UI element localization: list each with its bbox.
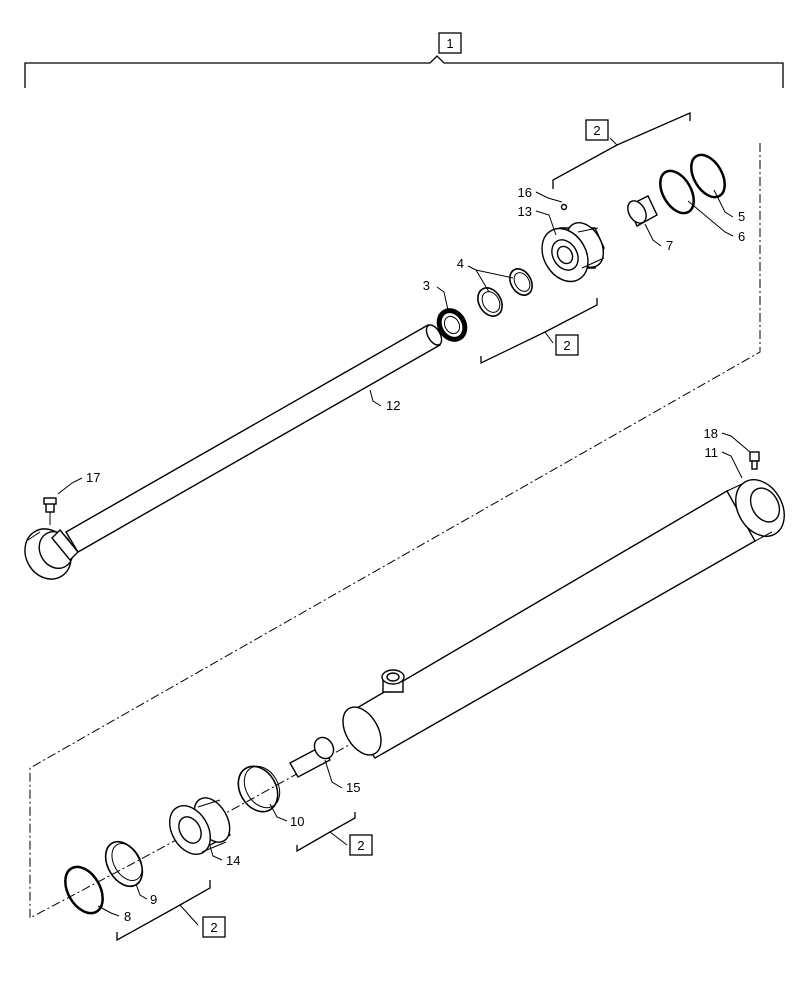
piston-rod (24, 324, 443, 580)
grease-fitting-barrel-end (749, 451, 760, 470)
rod-seal-rings (477, 268, 533, 317)
callout-4: 4 (457, 256, 464, 271)
seal-kit-bracket-b: 2 (480, 298, 598, 365)
assembly-bracket: 1 (24, 32, 784, 88)
gland-set-screw (560, 203, 568, 211)
seal-kit-bracket-c: 2 (296, 812, 373, 856)
barrel-port (381, 669, 405, 693)
rod-wiper-seal (436, 308, 468, 342)
backup-ring (690, 153, 726, 199)
callout-17: 17 (86, 470, 100, 485)
box-label-2a: 2 (593, 123, 600, 138)
callout-5: 5 (738, 209, 745, 224)
leader-lines (57, 189, 751, 917)
bushing (627, 195, 658, 227)
gland (541, 222, 605, 283)
callout-6: 6 (738, 229, 745, 244)
o-ring (659, 169, 695, 215)
seal-kit-bracket-a: 2 (552, 112, 691, 189)
piston (169, 797, 231, 855)
piston-nut (289, 736, 335, 778)
callout-11: 11 (705, 445, 719, 460)
box-label-2b: 2 (563, 338, 570, 353)
grease-fitting-rod-end (43, 497, 57, 525)
callout-18: 18 (704, 426, 718, 441)
seal-kit-bracket-d: 2 (116, 880, 226, 942)
callout-8: 8 (124, 909, 131, 924)
callout-15: 15 (346, 780, 360, 795)
callout-7: 7 (666, 238, 673, 253)
piston-seal-ring (104, 840, 144, 888)
piston-wear-ring (237, 765, 281, 813)
box-label-2d: 2 (210, 920, 217, 935)
piston-o-ring (64, 865, 104, 915)
box-label-1: 1 (446, 36, 453, 51)
assembly-centerline (29, 143, 761, 919)
callout-13: 13 (518, 204, 532, 219)
callout-14: 14 (226, 853, 240, 868)
callout-16: 16 (518, 185, 532, 200)
callout-3: 3 (423, 278, 430, 293)
box-label-2c: 2 (357, 838, 364, 853)
callout-12: 12 (386, 398, 400, 413)
cylinder-barrel (342, 479, 785, 759)
callout-10: 10 (290, 814, 304, 829)
callout-9: 9 (150, 892, 157, 907)
